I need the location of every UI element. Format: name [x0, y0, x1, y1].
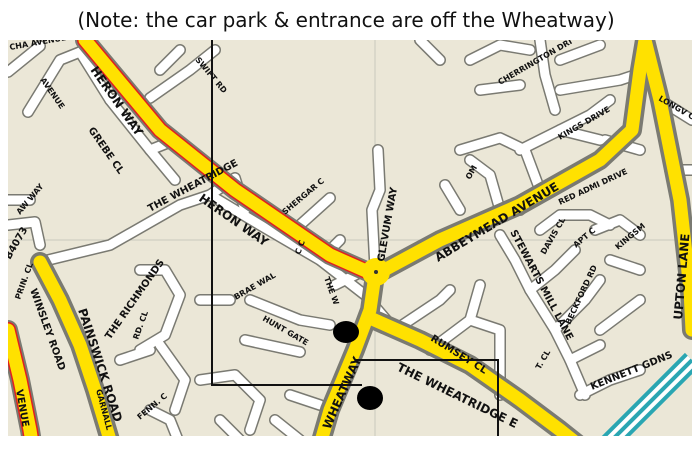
entrance-markers: [333, 321, 383, 410]
railway-line: [601, 352, 692, 436]
entrance-marker-1[interactable]: [333, 321, 359, 343]
street-map[interactable]: HERON WAY HERON WAY ABBEYMEAD AVENUE UPT…: [8, 40, 692, 436]
map-frame[interactable]: HERON WAY HERON WAY ABBEYMEAD AVENUE UPT…: [8, 40, 692, 436]
map-note: (Note: the car park & entrance are off t…: [77, 8, 615, 32]
label-upton-lane: UPTON LANE: [671, 233, 692, 320]
major-roads: [8, 40, 692, 436]
annotation-left-route: [211, 40, 362, 386]
entrance-marker-2[interactable]: [357, 386, 383, 410]
annotation-right-box: [355, 359, 499, 436]
annotation-lines: [211, 40, 499, 436]
junction-centre: [374, 270, 378, 274]
label-cha-avenue: CHA AVENUE: [9, 40, 67, 52]
